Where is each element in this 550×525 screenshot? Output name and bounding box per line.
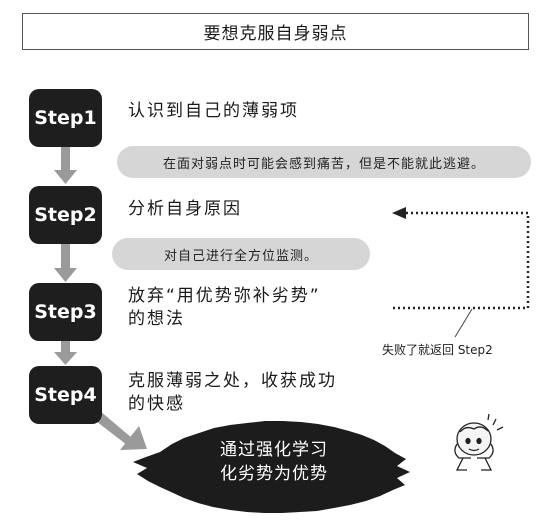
step4-text-line1: 克服薄弱之处，收获成功 (128, 371, 337, 391)
step3-text-line1: 放弃“用优势弥补劣势” (128, 286, 321, 306)
step3-box: Step3 (29, 283, 102, 341)
step4-text-line2: 的快感 (128, 394, 185, 414)
note-step1: 在面对弱点时可能会感到痛苦，但是不能就此逃避。 (117, 146, 531, 178)
diagram-title: 要想克服自身弱点 (203, 24, 348, 44)
title-box: 要想克服自身弱点 (22, 13, 529, 50)
step3-label: Step3 (34, 301, 97, 323)
step4-box: Step4 (29, 366, 102, 424)
result-starburst (133, 421, 410, 513)
result-line1: 通过强化学习 (220, 440, 328, 460)
step3-text: 放弃“用优势弥补劣势” 的想法 (128, 285, 321, 331)
feedback-leader-line (454, 308, 473, 338)
step2-box: Step2 (29, 186, 102, 244)
note-step2: 对自己进行全方位监测。 (112, 238, 370, 270)
step2-label: Step2 (34, 204, 97, 226)
note-step2-text: 对自己进行全方位监测。 (163, 248, 318, 264)
step1-label: Step1 (34, 107, 97, 129)
feedback-arrowhead (392, 207, 406, 219)
step2-text: 分析自身原因 (128, 199, 242, 219)
connector-step4-result (92, 411, 147, 450)
connector-step3-step4 (54, 340, 77, 365)
result-text: 通过强化学习 化劣势为优势 (150, 438, 398, 486)
connector-step1-step2 (54, 146, 77, 184)
note-step1-text: 在面对弱点时可能会感到痛苦，但是不能就此逃避。 (162, 156, 485, 172)
step3-text-line2: 的想法 (128, 309, 185, 329)
result-line2: 化劣势为优势 (220, 464, 328, 484)
feedback-loop-arrow (392, 207, 530, 338)
step1-text: 认识到自己的薄弱项 (128, 101, 299, 121)
feedback-label: 失败了就返回 Step2 (382, 343, 493, 357)
connector-step2-step3 (54, 244, 77, 282)
step4-text: 克服薄弱之处，收获成功 的快感 (128, 370, 337, 416)
step4-label: Step4 (34, 384, 97, 406)
step1-box: Step1 (29, 89, 102, 147)
thinking-person-icon (454, 413, 504, 471)
